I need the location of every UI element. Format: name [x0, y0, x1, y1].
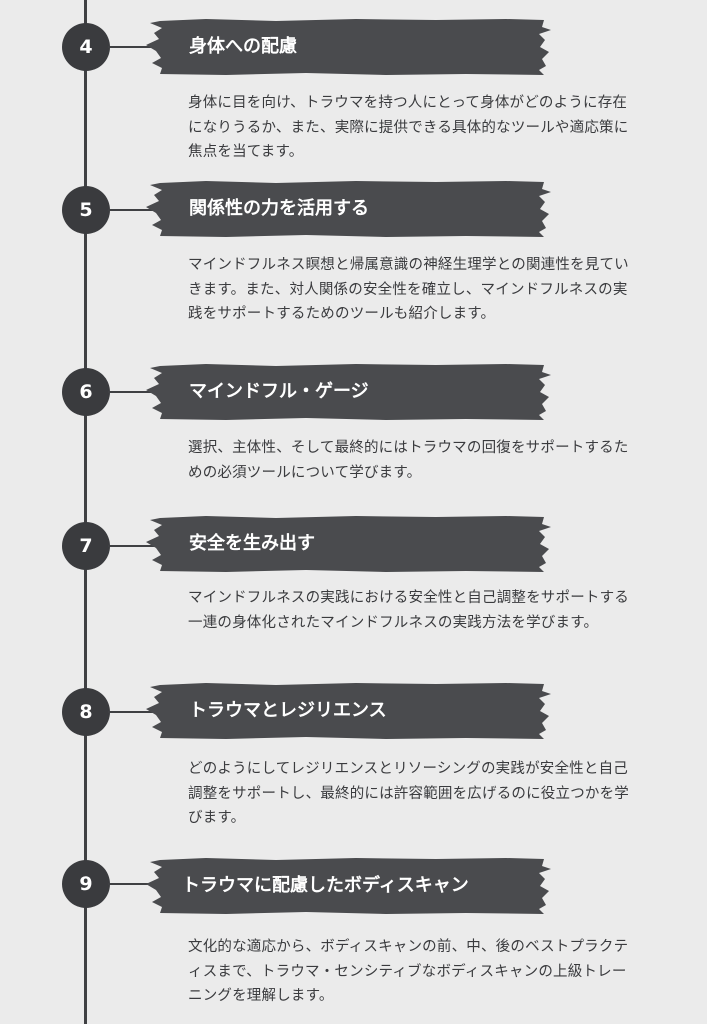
timeline-line [84, 0, 87, 1024]
step-description: 文化的な適応から、ボディスキャンの前、中、後のベストプラクティスまで、トラウマ・… [188, 939, 629, 1004]
step-title: 身体への配慮 [189, 36, 297, 57]
step-title-banner: トラウマに配慮したボディスキャン [146, 857, 552, 915]
step-title: トラウマとレジリエンス [189, 700, 387, 721]
step-connector [108, 883, 156, 885]
step-connector [108, 711, 156, 713]
step-title: 安全を生み出す [189, 533, 315, 554]
step-description: 選択、主体性、そして最終的にはトラウマの回復をサポートするための必須ツールについ… [188, 440, 629, 481]
step-title-banner: マインドフル・ゲージ [146, 363, 552, 421]
step-connector [108, 209, 156, 211]
step-number-badge: 4 [62, 23, 110, 71]
step-description: どのようにしてレジリエンスとリソーシングの実践が安全性と自己調整をサポートし、最… [188, 761, 629, 826]
step-title: 関係性の力を活用する [189, 198, 369, 219]
step-description: マインドフルネス瞑想と帰属意識の神経生理学との関連性を見ていきます。また、対人関… [188, 257, 629, 322]
step-connector [108, 545, 156, 547]
step-title-banner: トラウマとレジリエンス [146, 682, 552, 740]
step-title: トラウマに配慮したボディスキャン [182, 875, 469, 896]
step-number-badge: 9 [62, 860, 110, 908]
step-title: マインドフル・ゲージ [189, 381, 369, 402]
step-title-banner: 安全を生み出す [146, 515, 552, 573]
step-number-badge: 6 [62, 368, 110, 416]
step-title-banner: 関係性の力を活用する [146, 180, 552, 238]
step-description: マインドフルネスの実践における安全性と自己調整をサポートする一連の身体化されたマ… [188, 590, 629, 631]
step-title-banner: 身体への配慮 [146, 18, 552, 76]
step-connector [108, 46, 156, 48]
step-description: 身体に目を向け、トラウマを持つ人にとって身体がどのように存在になりうるか、また、… [188, 95, 629, 160]
step-number-badge: 8 [62, 688, 110, 736]
step-number-badge: 5 [62, 186, 110, 234]
step-connector [108, 391, 156, 393]
step-number-badge: 7 [62, 522, 110, 570]
